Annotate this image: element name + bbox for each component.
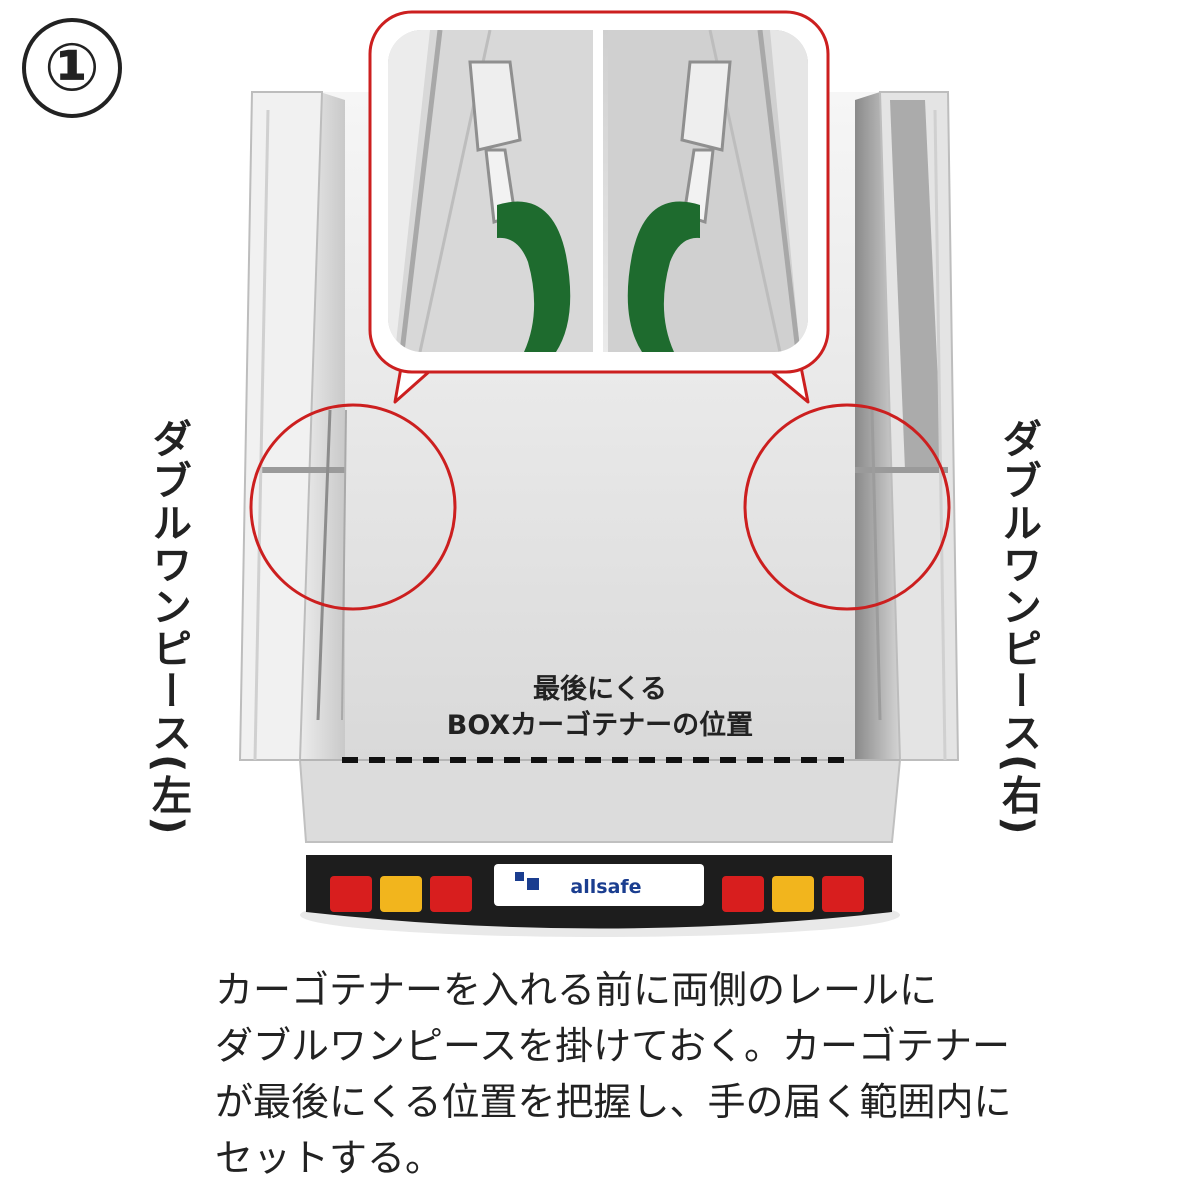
instruction-line-3: が最後にくる位置を把握し、手の届く範囲内に: [215, 1080, 1012, 1124]
strap-right: [627, 201, 700, 352]
instruction-line-1: カーゴテナーを入れる前に両側のレールに: [215, 968, 938, 1012]
truck-cargo-illustration: allsafe: [238, 10, 960, 937]
instruction-line-2: ダブルワンピースを掛けておく。カーゴテナー: [215, 1024, 1010, 1068]
last-container-position-label: 最後にくる BOXカーゴテナーの位置: [380, 672, 820, 744]
brand-logo-mark: [515, 872, 524, 881]
instruction-text: カーゴテナーを入れる前に両側のレールに ダブルワンピースを掛けておく。カーゴテナ…: [215, 962, 1115, 1186]
highlight-circle-right: [743, 403, 951, 611]
brand-plate: [494, 864, 704, 906]
tail-lamp-left-3: [430, 876, 472, 912]
position-label-line-2: BOXカーゴテナーの位置: [446, 710, 754, 741]
tail-lamp-left-2: [380, 876, 422, 912]
rear-bumper: allsafe: [306, 855, 892, 929]
highlight-circle-left: [249, 403, 457, 611]
tail-lamp-left-1: [330, 876, 372, 912]
position-label-line-1: 最後にくる: [533, 674, 667, 705]
inset-rail-closeup: [388, 30, 808, 352]
brand-logo-text: allsafe: [570, 876, 641, 898]
zoom-inset-callout: [368, 10, 830, 404]
label-double-onepiece-left: ダブルワンピース(左): [145, 418, 191, 837]
tail-lamp-right-3: [822, 876, 864, 912]
tail-lamp-right-1: [722, 876, 764, 912]
tail-lamp-right-2: [772, 876, 814, 912]
strap-left: [497, 201, 571, 352]
instruction-line-4: セットする。: [215, 1136, 444, 1180]
label-double-onepiece-right: ダブルワンピース(右): [995, 418, 1041, 837]
step-number-badge: ①: [22, 18, 122, 118]
